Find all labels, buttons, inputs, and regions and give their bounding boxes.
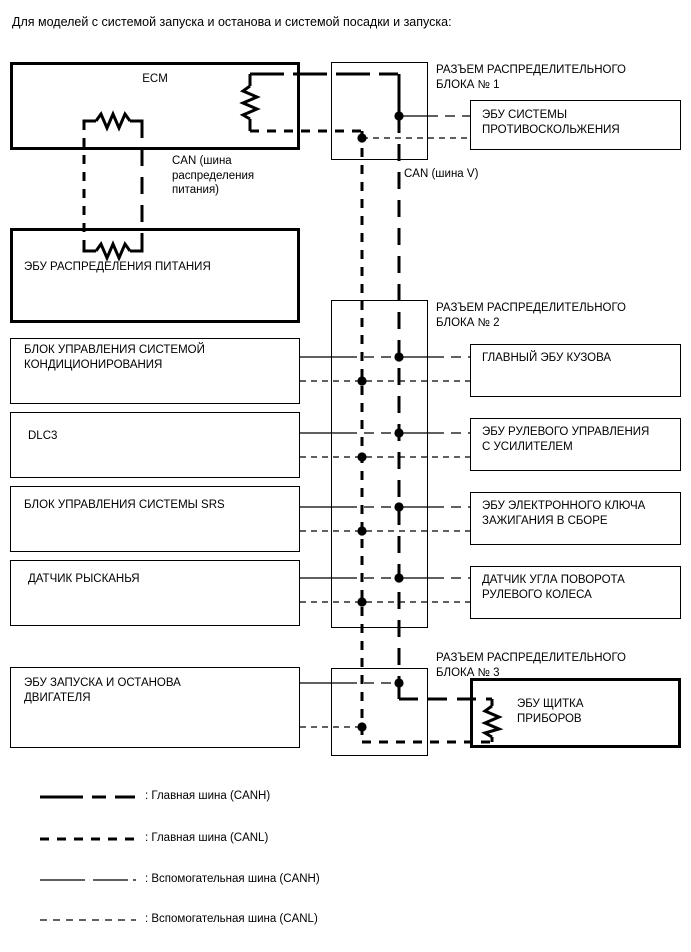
legend-label-sub-canh: : Вспомогательная шина (CANH): [145, 873, 320, 885]
block-srs-control: [10, 486, 300, 552]
block-yaw-sensor-label: ДАТЧИК РЫСКАНЬЯ: [28, 573, 140, 585]
junction-block-1-outline: [331, 62, 428, 160]
can-v-bus-label: CAN (шина V): [404, 168, 479, 180]
junction-block-2-outline: [331, 300, 428, 628]
block-srs-control-label: БЛОК УПРАВЛЕНИЯ СИСТЕМЫ SRS: [24, 499, 225, 511]
page-title: Для моделей с системой запуска и останов…: [12, 15, 452, 29]
junction-block-1-label: РАЗЪЕМ РАСПРЕДЕЛИТЕЛЬНОГО БЛОКА № 1: [436, 64, 627, 91]
block-ac-control: [10, 338, 300, 404]
block-dlc3-label: DLC3: [28, 430, 58, 442]
block-steering-angle-sensor: [470, 566, 681, 619]
block-power-steering-ecu: [470, 418, 681, 471]
block-main-body-ecu: [470, 344, 681, 397]
junction-block-3-label: РАЗЪЕМ РАСПРЕДЕЛИТЕЛЬНОГО БЛОКА № 3: [436, 652, 627, 679]
block-ecm-label: ECM: [142, 73, 168, 85]
block-smart-key-ecu-label: ЭБУ ЭЛЕКТРОННОГО КЛЮЧА ЗАЖИГАНИЯ В СБОРЕ: [482, 500, 646, 527]
junction-block-3-outline: [331, 668, 428, 756]
block-yaw-sensor: [10, 560, 300, 626]
block-dlc3: [10, 412, 300, 478]
block-steering-angle-sensor-label: ДАТЧИК УГЛА ПОВОРОТА РУЛЕВОГО КОЛЕСА: [482, 574, 625, 601]
block-combination-meter-ecu-label: ЭБУ ЩИТКА ПРИБОРОВ: [517, 698, 584, 725]
block-start-stop-ecu-label: ЭБУ ЗАПУСКА И ОСТАНОВА ДВИГАТЕЛЯ: [24, 677, 181, 704]
block-power-steering-ecu-label: ЭБУ РУЛЕВОГО УПРАВЛЕНИЯ С УСИЛИТЕЛЕМ: [482, 426, 650, 453]
block-skid-control-ecu-label: ЭБУ СИСТЕМЫ ПРОТИВОСКОЛЬЖЕНИЯ: [482, 109, 620, 136]
block-combination-meter-ecu: [470, 678, 681, 748]
block-power-distribution-ecu: [10, 228, 300, 323]
legend-label-main-canl: : Главная шина (CANL): [145, 832, 269, 844]
block-smart-key-ecu: [470, 492, 681, 545]
block-main-body-ecu-label: ГЛАВНЫЙ ЭБУ КУЗОВА: [482, 352, 612, 364]
block-power-distribution-ecu-label: ЭБУ РАСПРЕДЕЛЕНИЯ ПИТАНИЯ: [24, 261, 211, 273]
block-skid-control-ecu: [470, 100, 681, 150]
can-power-distribution-bus-label: CAN (шина распределения питания): [172, 155, 255, 196]
legend-label-main-canh: : Главная шина (CANH): [145, 790, 271, 802]
block-start-stop-ecu: [10, 667, 300, 748]
junction-block-2-label: РАЗЪЕМ РАСПРЕДЕЛИТЕЛЬНОГО БЛОКА № 2: [436, 302, 627, 329]
legend-label-sub-canl: : Вспомогательная шина (CANL): [145, 913, 318, 925]
block-ac-control-label: БЛОК УПРАВЛЕНИЯ СИСТЕМОЙ КОНДИЦИОНИРОВАН…: [24, 344, 205, 371]
